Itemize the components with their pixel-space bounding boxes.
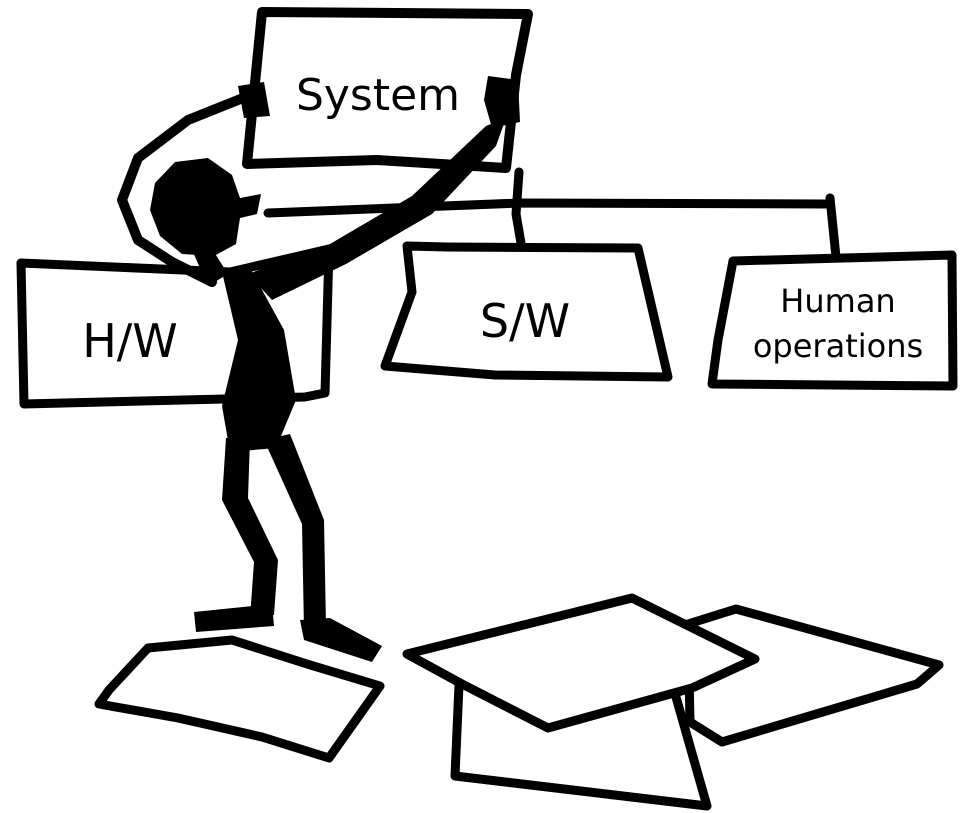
figure-neck <box>192 250 228 286</box>
node-system-sign <box>242 7 533 173</box>
node-hw-label: H/W <box>82 314 178 368</box>
figure-left-arm <box>117 93 248 287</box>
tree-connectors <box>263 167 841 262</box>
node-human-operations-label-line2: operations <box>753 327 923 365</box>
figure-right-arm <box>248 118 506 300</box>
paper-sheet-right <box>683 604 944 747</box>
node-sw <box>380 241 673 382</box>
figure-left-hand <box>238 82 270 118</box>
figure-torso <box>222 268 296 452</box>
connector-root-stem <box>511 167 526 248</box>
node-human-operations-box <box>707 250 958 391</box>
figure-right-hand <box>484 76 520 128</box>
paper-sheet-middle <box>402 593 760 733</box>
node-human-operations <box>707 250 958 391</box>
figure-head <box>150 158 261 256</box>
stick-figure <box>117 76 520 662</box>
connector-horizontal-bar <box>263 198 831 218</box>
node-system <box>242 7 533 173</box>
figure-left-foot <box>194 604 274 632</box>
figure-right-foot <box>300 618 382 662</box>
node-sw-box <box>380 241 673 382</box>
figure-left-leg <box>222 438 278 618</box>
node-system-label: System <box>296 70 460 121</box>
node-sw-label: S/W <box>480 294 570 348</box>
figure-right-leg <box>264 434 326 630</box>
scattered-papers <box>94 593 944 811</box>
connector-human-stem <box>825 193 841 262</box>
node-human-operations-label-line1: Human <box>780 282 895 320</box>
paper-sheet-left <box>94 635 385 763</box>
